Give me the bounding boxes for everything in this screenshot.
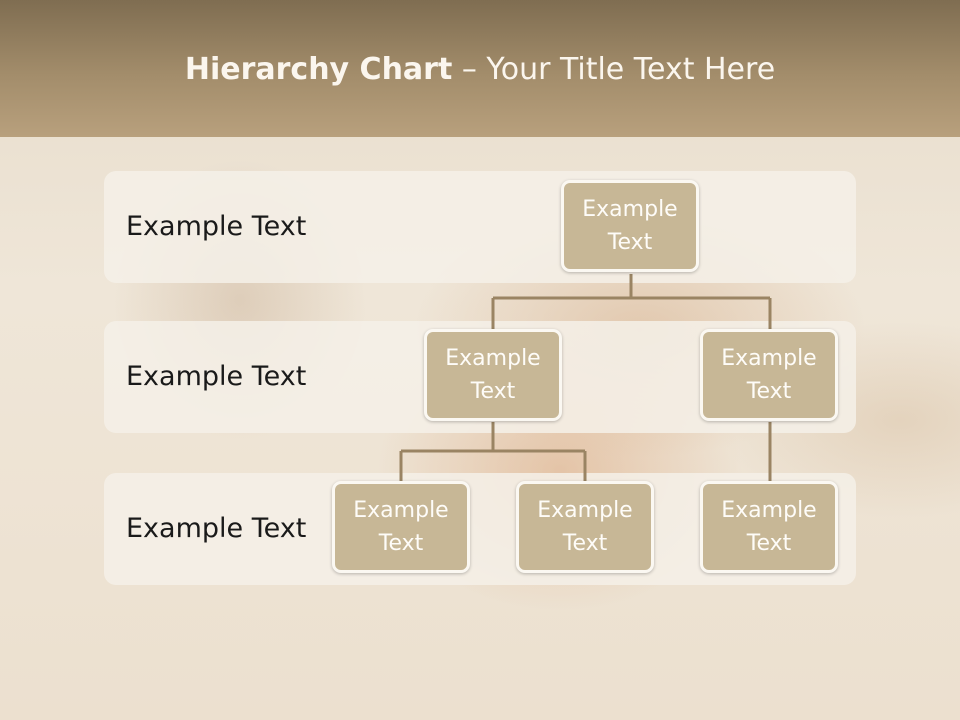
level-label-3: Example Text (126, 513, 307, 544)
title-bold-part: Hierarchy Chart (184, 52, 453, 87)
connector-root-to-level2 (491, 274, 772, 330)
node-level2-left[interactable]: Example Text (424, 329, 562, 421)
node-level3-left-2[interactable]: Example Text (516, 481, 654, 573)
connector-left-to-children (399, 422, 587, 482)
title-rest-part: – Your Title Text Here (452, 52, 776, 87)
level-label-2: Example Text (126, 361, 307, 392)
title-band (0, 0, 960, 137)
node-level3-right-1[interactable]: Example Text (700, 481, 838, 573)
node-root[interactable]: Example Text (561, 180, 699, 272)
node-level2-right[interactable]: Example Text (700, 329, 838, 421)
slide-title: Hierarchy Chart – Your Title Text Here (0, 52, 960, 87)
node-level3-left-1[interactable]: Example Text (332, 481, 470, 573)
level-label-1: Example Text (126, 211, 307, 242)
level-band-1 (104, 171, 856, 283)
